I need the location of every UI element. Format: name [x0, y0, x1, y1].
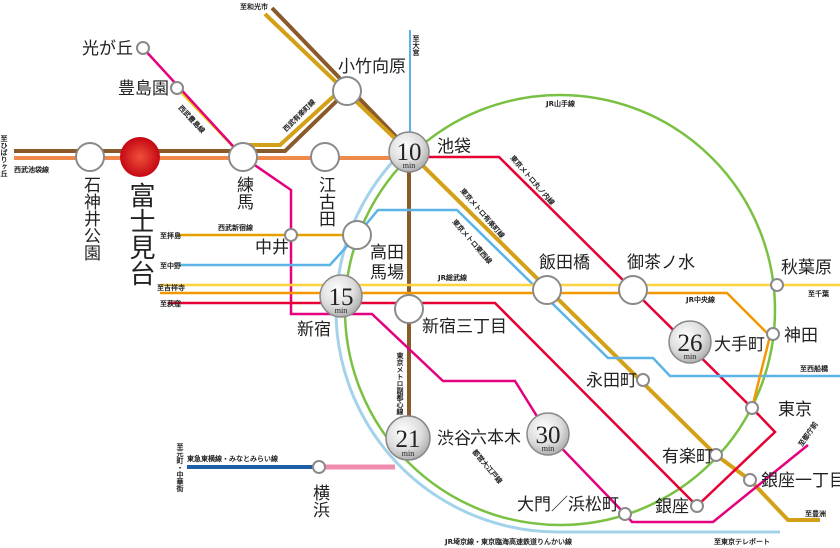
station-ochanomizu[interactable]: 御茶ノ水 [618, 253, 695, 305]
time-unit: min [403, 161, 415, 170]
station-nagatacho[interactable]: 永田町 [586, 371, 650, 391]
station-kotake[interactable]: 小竹向原 [332, 57, 406, 106]
line-labels: 西武池袋線 西武豊島線 西武有楽町線 西武新宿線 JR山手線 東京メトロ丸ノ内線… [14, 97, 715, 546]
time-unit: min [335, 306, 347, 315]
line-tozai [180, 208, 840, 378]
line-saikyo [334, 150, 780, 534]
station-label: 渋谷 [437, 429, 471, 449]
dir-nishifunabashi: 至西船橋 [800, 364, 829, 373]
time-value: 15 [329, 284, 354, 311]
label-sobu: JR総武線 [437, 273, 467, 282]
station-label: 横浜 [309, 484, 330, 518]
time-value: 10 [397, 139, 422, 166]
station-label: 永田町 [586, 371, 637, 391]
station-label: 石神井公園 [80, 176, 101, 261]
station-tokyo[interactable]: 東京 [745, 400, 812, 420]
station-label: 練馬 [233, 176, 254, 211]
time-value: 30 [536, 422, 561, 449]
station-label: 江古田 [315, 176, 336, 227]
label-seibu-toshima: 西武豊島線 [177, 103, 207, 135]
station-daimon[interactable]: 大門／浜松町 [517, 495, 632, 521]
station-nakai[interactable]: 中井 [255, 228, 298, 258]
time-value: 21 [396, 426, 421, 453]
lines [14, 6, 840, 534]
dir-hibarigaoka: 至ひばりヶ丘 [0, 135, 8, 177]
dir-tochomae: 至都庁前 [796, 420, 819, 448]
station-label: 新宿 [297, 320, 331, 340]
label-seibu-shinjuku: 西武新宿線 [218, 223, 253, 232]
home-station-fujimidai[interactable]: 富士見台 [120, 137, 160, 286]
station-label: 有楽町 [662, 447, 713, 467]
dir-kichijoji: 至吉祥寺 [157, 283, 185, 292]
station-label: 新宿三丁目 [422, 317, 507, 337]
label-saikyo: JR埼京線・東京臨海高速鉄道りんかい線 [444, 537, 572, 546]
badge-otemachi[interactable]: 26 min 大手町 [668, 320, 765, 364]
station-ginza[interactable]: 銀座 [655, 497, 704, 517]
station-kanda[interactable]: 神田 [766, 326, 818, 346]
label-marunouchi: 東京メトロ丸ノ内線 [508, 153, 556, 206]
station-label: 秋葉原 [781, 258, 832, 278]
dir-haijima: 至拝島 [160, 231, 181, 240]
station-label: 銀座 [655, 497, 689, 517]
badge-shibuya[interactable]: 21 min 渋谷 [385, 415, 471, 461]
station-label: 御茶ノ水 [627, 253, 695, 273]
dir-toyosu: 至豊洲 [805, 509, 826, 518]
station-label: 銀座一丁目 [761, 471, 840, 491]
station-shakujii[interactable]: 石神井公園 [75, 142, 105, 261]
time-value: 26 [678, 330, 703, 357]
station-nerima[interactable]: 練馬 [228, 142, 258, 211]
badge-shinjuku[interactable]: 15 min 新宿 [297, 274, 363, 340]
station-label: 大門／浜松町 [517, 495, 619, 515]
label-toyoko: 東急東横線・みなとみらい線 [187, 454, 278, 463]
station-label: 馬場 [370, 263, 404, 283]
station-ekoda[interactable]: 江古田 [310, 142, 340, 227]
dir-nakano: 至中野 [160, 261, 181, 270]
station-ginza1[interactable]: 銀座一丁目 [743, 471, 840, 491]
label-yamanote: JR山手線 [545, 99, 575, 108]
station-label: 神田 [784, 326, 818, 346]
station-label: 大手町 [714, 335, 765, 355]
line-oedo [142, 47, 809, 524]
station-label: 高田 [370, 243, 404, 263]
dir-omiya: 至大宮 [412, 35, 420, 57]
station-hikarigaoka[interactable]: 光が丘 [82, 39, 150, 59]
dir-wakoshi: 至和光市 [240, 2, 268, 11]
station-shinjuku3[interactable]: 新宿三丁目 [394, 294, 507, 337]
station-iidabashi[interactable]: 飯田橋 [532, 253, 590, 305]
label-seibu-ikebukuro: 西武池袋線 [14, 165, 49, 174]
station-akihabara[interactable]: 秋葉原 [770, 258, 832, 292]
badge-roppongi[interactable]: 30 min 六本木 [470, 412, 570, 456]
dir-chiba: 至千葉 [808, 289, 830, 298]
line-gold [248, 12, 820, 522]
station-yokohama[interactable]: 横浜 [309, 460, 330, 518]
station-label: 池袋 [437, 137, 471, 157]
label-oedo: 都営大江戸線 [470, 447, 505, 486]
dir-ogikubo: 至荻窪 [160, 299, 181, 308]
time-unit: min [684, 352, 696, 361]
station-label: 中井 [255, 238, 289, 258]
time-unit: min [402, 449, 414, 458]
station-label: 小竹向原 [338, 57, 406, 77]
label-fukutoshin: 東京メトロ副都心線 [396, 351, 405, 416]
station-label: 光が丘 [82, 39, 133, 59]
station-label: 飯田橋 [539, 253, 590, 273]
station-label: 東京 [778, 400, 812, 420]
line-chuo [160, 291, 772, 409]
badge-ikebukuro[interactable]: 10 min 池袋 [388, 131, 471, 173]
station-label: 六本木 [470, 428, 521, 448]
station-toshimaen[interactable]: 豊島園 [118, 79, 184, 99]
label-chuo: JR中央線 [685, 295, 715, 304]
time-unit: min [542, 444, 554, 453]
dir-telecom: 至東京テレポート [714, 537, 770, 546]
station-yurakucho[interactable]: 有楽町 [662, 447, 723, 467]
home-station-label: 富士見台 [125, 182, 155, 286]
dir-motomachi: 至元町・中華街 [176, 443, 185, 493]
station-label: 豊島園 [118, 79, 169, 99]
